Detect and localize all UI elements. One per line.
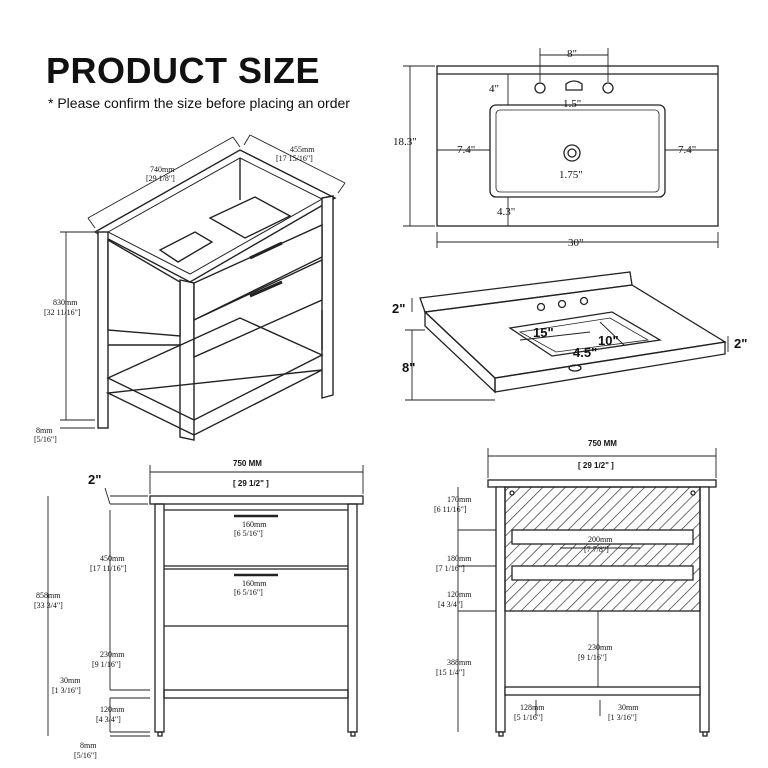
front-total-mm: 858mm (36, 591, 61, 600)
side-inner-in: [7 7/8"] (584, 545, 609, 554)
right-margin-label: 7.4" (678, 144, 696, 156)
side-elevation-view (487, 479, 717, 737)
top-view-dimensions (403, 48, 719, 248)
front-total-in: [33 3/4"] (34, 601, 63, 610)
hole-spacing-label: 8" (567, 48, 577, 60)
front-shelf-h-in: [4 3/4"] (96, 715, 121, 724)
iso-depth-in: [17 15/16"] (276, 154, 313, 163)
front-handle2-mm: 160mm (242, 579, 267, 588)
front-width-mm: 750 MM (233, 459, 262, 468)
thickness-label: 2" (734, 336, 747, 351)
front-open-in: [9 1/16"] (92, 660, 121, 669)
front-shelf-t-mm: 30mm (60, 676, 81, 685)
front-foot-in: [5/16"] (74, 751, 97, 760)
basin-length-label: 15" (533, 325, 554, 340)
faucet-hole-label: 1.5" (563, 98, 581, 110)
side-leg-mm: 388mm (447, 658, 472, 667)
basin-width-label: 10" (598, 333, 619, 348)
basin-depth-label: 4.5" (573, 345, 597, 360)
side-width-in: [ 29 1/2" ] (578, 461, 614, 470)
top-width-label: 30" (568, 237, 584, 249)
side-d1-in: [6 11/16"] (434, 505, 467, 514)
front-foot-mm: 8mm (80, 741, 97, 750)
side-d1-mm: 170mm (447, 495, 472, 504)
side-view-dimensions (457, 448, 717, 732)
side-foot-w-mm: 128mm (520, 703, 545, 712)
side-d3-mm: 120mm (447, 590, 472, 599)
iso-height-in: [32 11/16"] (44, 308, 81, 317)
side-shelf-t-mm: 30mm (618, 703, 639, 712)
hole-offset-label: 4" (489, 83, 499, 95)
top-depth-label: 18.3" (393, 136, 417, 148)
side-depth-label: 8" (402, 360, 415, 375)
iso-foot-mm: 8mm (36, 426, 53, 435)
order-note: * Please confirm the size before placing… (48, 95, 350, 111)
front-drawers-in: [17 11/16"] (90, 564, 127, 573)
front-top-thickness: 2" (88, 472, 101, 487)
side-d3-in: [4 3/4"] (438, 600, 463, 609)
front-drawers-mm: 450mm (100, 554, 125, 563)
side-d2-in: [7 1/16"] (436, 564, 465, 573)
iso-dimensions (60, 134, 346, 429)
side-d2-mm: 180mm (447, 554, 472, 563)
page-title: PRODUCT SIZE (46, 50, 321, 91)
iso-height-mm: 830mm (53, 298, 78, 307)
side-open-in: [9 1/16"] (578, 653, 607, 662)
front-shelf-h-mm: 120mm (100, 705, 125, 714)
front-handle2-in: [6 5/16"] (234, 588, 263, 597)
countertop-top-view (436, 65, 719, 227)
side-width-mm: 750 MM (588, 439, 617, 448)
side-shelf-t-in: [1 3/16"] (608, 713, 637, 722)
iso-cabinet-view (93, 149, 337, 441)
3d-view-dimensions (405, 298, 729, 401)
front-width-in: [ 29 1/2" ] (233, 479, 269, 488)
front-view-dimensions (47, 465, 364, 737)
iso-width-mm: 740mm (150, 165, 175, 174)
iso-depth-mm: 455mm (290, 145, 315, 154)
front-handle1-mm: 160mm (242, 520, 267, 529)
front-margin-label: 4.3" (497, 206, 515, 218)
countertop-3d-view (419, 271, 727, 394)
iso-foot-in: [5/16"] (34, 435, 57, 444)
drain-label: 1.75" (559, 169, 583, 181)
side-open-mm: 230mm (588, 643, 613, 652)
front-shelf-t-in: [1 3/16"] (52, 686, 81, 695)
front-elevation-view (149, 495, 364, 737)
backsplash-label: 2" (392, 301, 405, 316)
side-foot-w-in: [5 1/16"] (514, 713, 543, 722)
left-margin-label: 7.4" (457, 144, 475, 156)
front-handle1-in: [6 5/16"] (234, 529, 263, 538)
side-inner-mm: 200mm (588, 535, 613, 544)
side-leg-in: [15 1/4"] (436, 668, 465, 677)
iso-width-in: [29 1/8"] (146, 174, 175, 183)
front-open-mm: 230mm (100, 650, 125, 659)
